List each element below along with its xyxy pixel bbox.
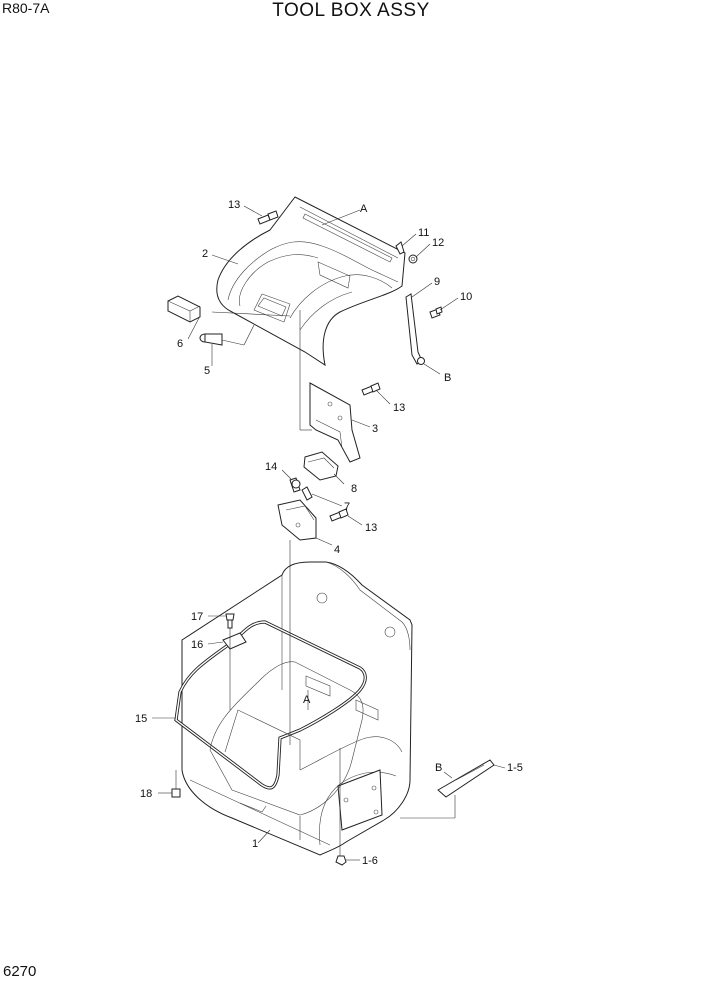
callout-13: 13 — [228, 199, 240, 211]
page-title: TOOL BOX ASSY — [272, 0, 430, 21]
bolt-7 — [301, 486, 313, 501]
callout-5: 5 — [204, 365, 210, 377]
hinge-part-3 — [309, 382, 361, 463]
page-number: 6270 — [3, 963, 37, 980]
nut-18 — [171, 788, 181, 798]
bracket-part-4 — [277, 499, 317, 541]
clamp-part-1-5 — [437, 759, 495, 798]
callout-16: 16 — [191, 639, 203, 651]
gasket-part-15 — [174, 620, 367, 790]
bolt-13-lower — [329, 508, 349, 522]
pin-11 — [395, 241, 405, 255]
bolt-1-6 — [335, 855, 347, 866]
callout-6: 6 — [177, 338, 183, 350]
callout-17: 17 — [191, 611, 203, 623]
callout-13: 13 — [393, 402, 405, 414]
callout-labels: 13 A 11 12 2 9 10 6 5 B 13 3 14 8 7 13 4… — [135, 199, 523, 867]
stay-part-9 — [405, 293, 425, 365]
plate-part-16 — [222, 632, 247, 650]
callout-14: 14 — [265, 461, 277, 473]
callout-2: 2 — [202, 248, 208, 260]
key-part-5 — [199, 333, 223, 346]
callout-3: 3 — [372, 423, 378, 435]
callout-13: 13 — [365, 522, 377, 534]
callout-12: 12 — [432, 237, 444, 249]
callout-A: A — [360, 203, 368, 215]
callout-10: 10 — [460, 291, 472, 303]
callout-B: B — [444, 372, 451, 384]
callout-7: 7 — [344, 501, 350, 513]
hinge-part-8 — [303, 451, 339, 481]
callout-1-6: 1-6 — [362, 855, 378, 867]
callout-15: 15 — [135, 713, 147, 725]
callout-9: 9 — [434, 276, 440, 288]
callout-11: 11 — [418, 227, 429, 239]
model-code: R80-7A — [2, 0, 50, 16]
plate-on-body — [337, 769, 383, 831]
lock-part-6 — [167, 295, 201, 323]
bolt-14 — [289, 477, 301, 493]
bolt-10 — [429, 306, 443, 319]
callout-18: 18 — [140, 788, 152, 800]
callout-B: B — [435, 762, 442, 774]
callout-4: 4 — [334, 544, 340, 556]
callout-A: A — [303, 694, 311, 706]
callout-1: 1 — [252, 838, 258, 850]
callout-1-5: 1-5 — [507, 762, 523, 774]
callout-8: 8 — [351, 483, 357, 495]
leader-lines — [152, 205, 506, 861]
lid-part-2 — [216, 196, 406, 367]
bolt-13-top — [257, 210, 279, 225]
bolt-17 — [225, 613, 235, 629]
nut-12 — [408, 254, 418, 264]
inner-frame — [209, 661, 364, 816]
bolt-13-middle — [361, 382, 381, 396]
